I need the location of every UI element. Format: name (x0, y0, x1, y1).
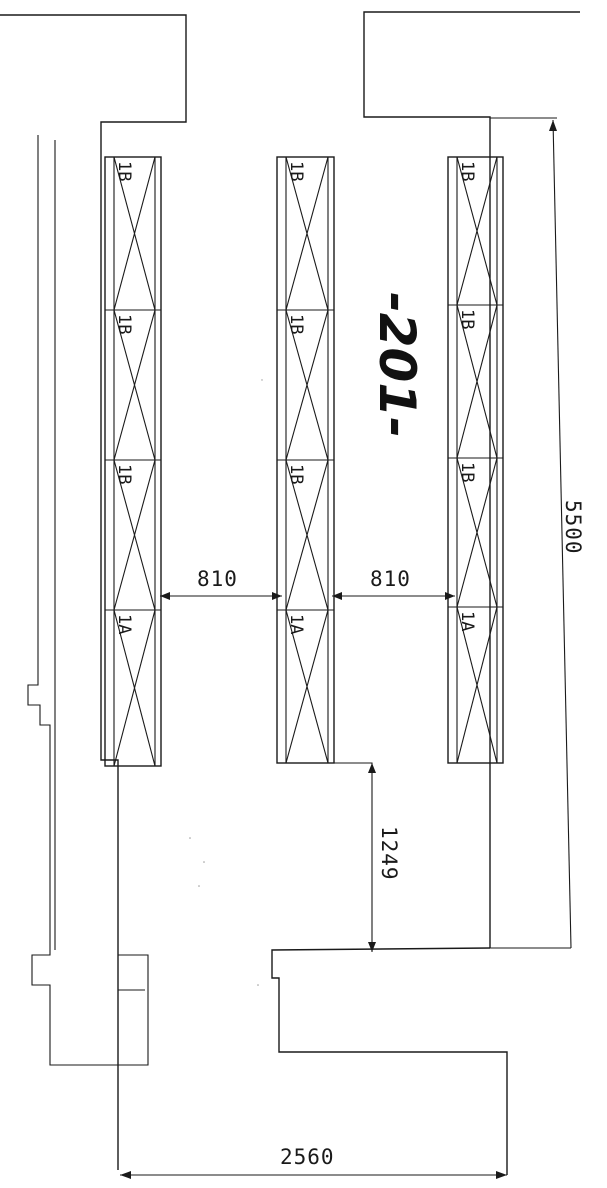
dim-aisle-left: 810 (197, 567, 238, 591)
rack-module: 1B (448, 304, 503, 459)
rack-module: 1B (105, 459, 161, 611)
dim-width: 2560 (280, 1145, 335, 1169)
walls (0, 11, 580, 1175)
module-label: 1B (457, 462, 477, 482)
rack-module: 1B (277, 156, 334, 311)
module-cross-brace (456, 457, 498, 608)
dim-clearance: 1249 (377, 826, 401, 881)
module-label: 1B (114, 314, 134, 334)
wall-top-left (0, 14, 187, 1170)
rack-module: 1B (277, 309, 334, 461)
rack-module: 1A (448, 606, 503, 764)
module-cross-brace (113, 156, 156, 311)
dim-arrow (368, 942, 376, 952)
module-cross-brace (456, 606, 498, 764)
rack: 1B 1B 1B 1A (104, 156, 162, 767)
wall-right-lower (271, 947, 508, 1175)
rack-module: 1A (277, 609, 334, 764)
dimensions: 810 810 1249 5500 2560 (120, 117, 585, 1179)
module-label: 1B (114, 464, 134, 484)
dim-arrow (549, 120, 557, 131)
module-cross-brace (285, 459, 329, 611)
module-label: 1B (114, 161, 134, 181)
racks: 1B 1B 1B 1A 1B 1B 1B 1A 1B 1B 1B 1A (104, 156, 504, 767)
module-cross-brace (285, 609, 329, 764)
dim-arrow (160, 592, 170, 600)
dim-aisle-right: 810 (370, 567, 411, 591)
dim-arrow (272, 592, 282, 600)
dim-length: 5500 (561, 500, 585, 555)
module-label: 1B (457, 161, 477, 181)
module-cross-brace (456, 156, 498, 306)
module-label: 1B (286, 314, 306, 334)
module-label: 1B (286, 161, 306, 181)
module-cross-brace (456, 304, 498, 459)
rack-module: 1B (105, 309, 161, 461)
rack-module: 1B (277, 459, 334, 611)
module-cross-brace (113, 609, 156, 767)
rack-frame (104, 156, 162, 767)
module-cross-brace (113, 459, 156, 611)
dim-line-length (552, 119, 572, 949)
page-number-handwritten: -201- (368, 292, 426, 438)
module-label: 1B (286, 464, 306, 484)
rack: 1B 1B 1B 1A (447, 156, 504, 764)
module-label: 1A (457, 611, 477, 631)
rack-module: 1B (448, 457, 503, 608)
rack-frame (447, 156, 504, 764)
dim-arrow (445, 592, 455, 600)
module-cross-brace (285, 309, 329, 461)
module-cross-brace (285, 156, 329, 311)
rack-module: 1B (105, 156, 161, 311)
wall-top-right (363, 11, 580, 948)
dim-arrow (496, 1171, 507, 1179)
rack-module: 1A (105, 609, 161, 767)
rack-module: 1B (448, 156, 503, 306)
left-channel-outer (27, 135, 149, 1066)
rack: 1B 1B 1B 1A (276, 156, 335, 764)
scan-specks (189, 379, 263, 986)
module-label: 1B (457, 309, 477, 329)
dim-arrow (332, 592, 342, 600)
module-cross-brace (113, 309, 156, 461)
dim-arrow (368, 763, 376, 773)
dim-extension-clearance (334, 762, 373, 952)
module-label: 1A (286, 614, 306, 634)
dim-arrow (120, 1171, 131, 1179)
module-label: 1A (114, 614, 134, 634)
